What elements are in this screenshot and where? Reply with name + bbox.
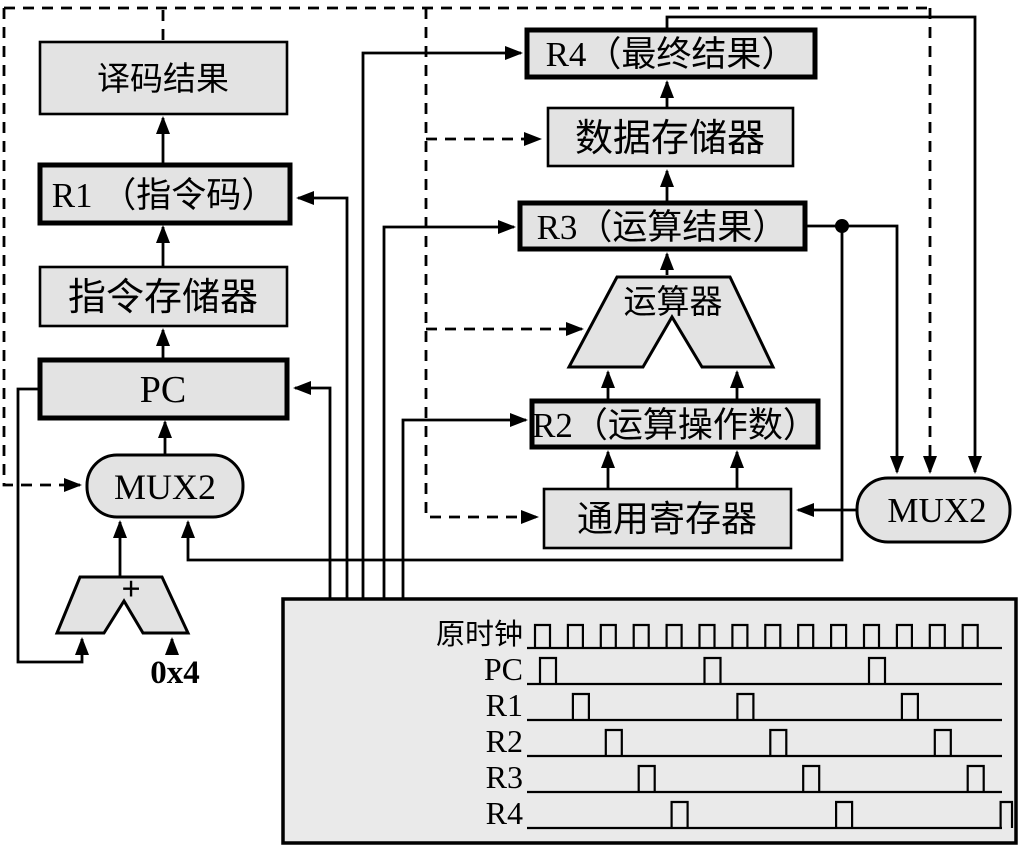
block-pc: PC xyxy=(37,357,290,421)
timing-pulse xyxy=(637,764,656,792)
timing-pulse xyxy=(571,692,590,720)
pc-label: PC xyxy=(140,369,186,411)
r1-label: R1 （指令码） xyxy=(52,176,277,215)
wire-r3-loopback-to-muxleft xyxy=(181,226,844,562)
timing-pulse xyxy=(599,623,617,648)
timing-pulse xyxy=(665,623,683,648)
timing-pulse xyxy=(999,800,1014,828)
timing-row-label: 原时钟 xyxy=(436,618,523,651)
block-r4: R4（最终结果） xyxy=(524,27,818,80)
adder-constant-label: 0x4 xyxy=(150,655,200,691)
block-decode-result: 译码结果 xyxy=(38,40,289,116)
mux-left-box xyxy=(85,453,245,519)
clock-to-r2 xyxy=(401,413,528,598)
control-to-gp-regs xyxy=(424,8,539,524)
timing-pulse xyxy=(533,623,552,648)
timing-pulse xyxy=(961,623,979,648)
block-instr-mem: 指令存储器 xyxy=(38,265,289,328)
data-mem-box xyxy=(546,106,795,168)
timing-pulse xyxy=(604,728,623,756)
block-mux-left: MUX2 xyxy=(85,453,245,519)
block-mux-right: MUX2 xyxy=(855,476,1012,544)
data-mem-label: 数据存储器 xyxy=(575,118,765,160)
timing-pulse xyxy=(900,692,919,720)
block-r1: R1 （指令码） xyxy=(37,162,293,226)
datapath-wires xyxy=(16,15,982,664)
adder-plus-sign: + xyxy=(121,571,140,608)
timing-pulse xyxy=(966,764,985,792)
timing-pulse xyxy=(736,692,755,720)
timing-pulse xyxy=(835,800,854,828)
timing-pulse xyxy=(895,623,913,648)
timing-pulse xyxy=(698,623,716,648)
r3-box xyxy=(517,200,808,252)
timing-pulse xyxy=(538,656,558,684)
r3-label: R3（运算结果） xyxy=(537,208,788,247)
r2-box xyxy=(529,398,821,450)
clock-to-pc xyxy=(293,381,332,598)
timing-row-label: PC xyxy=(484,651,523,687)
block-r3: R3（运算结果） xyxy=(517,200,808,252)
decode-result-box xyxy=(38,40,289,116)
block-alu: 运算器 xyxy=(566,275,776,369)
clock-to-r1 xyxy=(296,191,349,598)
timing-row-label: R4 xyxy=(486,795,523,831)
clock-to-r4 xyxy=(361,46,523,598)
timing-row-label: R1 xyxy=(486,687,523,723)
timing-pulse xyxy=(830,623,848,648)
timing-row-label: R2 xyxy=(486,723,523,759)
timing-pulse xyxy=(764,623,782,648)
mux-right-box xyxy=(855,476,1012,544)
r4-label: R4（最终结果） xyxy=(546,35,797,74)
timing-pulse xyxy=(731,623,749,648)
timing-pulse xyxy=(703,656,722,684)
timing-pulse xyxy=(933,728,952,756)
alu-label: 运算器 xyxy=(624,284,723,321)
decode-result-label: 译码结果 xyxy=(97,61,229,98)
wire-r4-to-mux-right xyxy=(665,15,982,474)
timing-pulse xyxy=(867,656,887,684)
instr-mem-box xyxy=(38,265,289,328)
timing-pulse xyxy=(670,800,689,828)
pc-box xyxy=(37,357,290,421)
control-signal-net xyxy=(2,6,937,524)
block-gp-regs: 通用寄存器 xyxy=(542,487,793,550)
timing-pulse xyxy=(862,623,881,648)
clock-to-r3 xyxy=(382,220,516,598)
timing-pulse xyxy=(928,623,946,648)
timing-pulse xyxy=(566,623,584,648)
block-adder: + 0x4 xyxy=(54,571,200,691)
timing-pulse xyxy=(802,764,821,792)
mux-right-label: MUX2 xyxy=(887,491,986,530)
block-data-mem: 数据存储器 xyxy=(546,106,795,168)
timing-pulse xyxy=(632,623,650,648)
control-to-mux-left xyxy=(2,8,82,492)
adder-shape xyxy=(54,575,191,635)
gp-regs-box xyxy=(542,487,793,550)
timing-pulse xyxy=(769,728,788,756)
wire-pc-feedback-to-adder xyxy=(16,387,89,664)
timing-row-label: R3 xyxy=(486,759,523,795)
r4-box xyxy=(524,27,818,80)
alu-shape xyxy=(566,275,776,369)
clock-wires xyxy=(293,46,528,598)
timing-pulse xyxy=(797,623,815,648)
r2-label: R2（运算操作数） xyxy=(532,406,818,445)
instr-mem-label: 指令存储器 xyxy=(68,277,258,319)
block-r2: R2（运算操作数） xyxy=(529,398,821,450)
junction-dot xyxy=(835,219,849,233)
mux-left-label: MUX2 xyxy=(114,467,216,507)
gp-regs-label: 通用寄存器 xyxy=(577,499,757,539)
r1-box xyxy=(37,162,293,226)
